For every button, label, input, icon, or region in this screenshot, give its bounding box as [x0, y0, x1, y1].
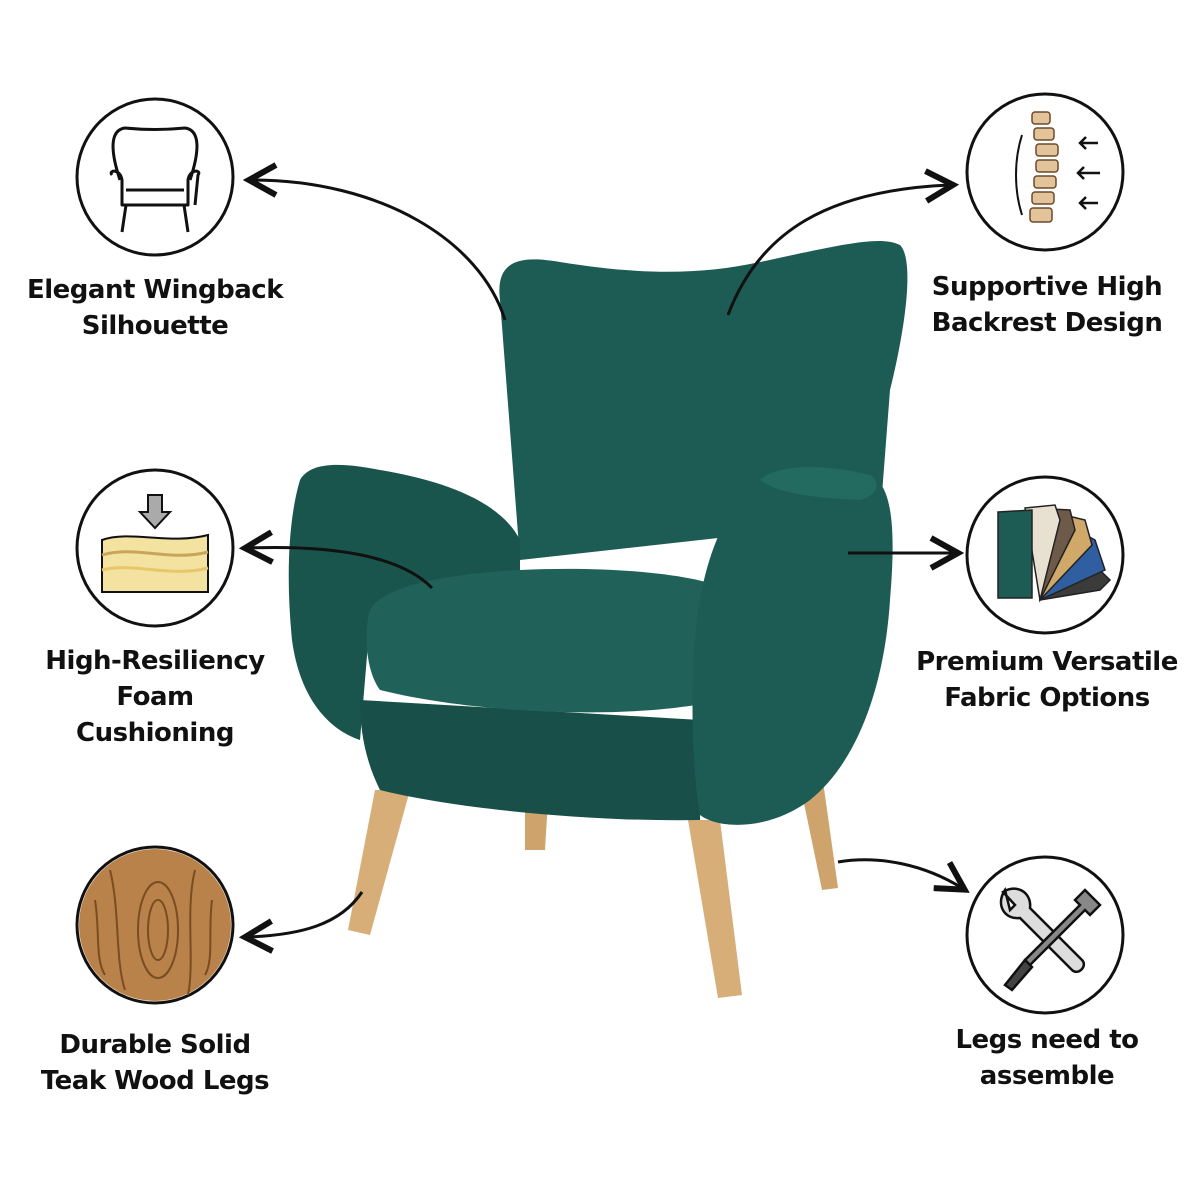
chair-leg-front-right — [688, 820, 742, 998]
label-line: Teak Wood Legs — [40, 1066, 270, 1096]
label-line: assemble — [979, 1061, 1115, 1091]
feature-label-wingback: Elegant Wingback Silhouette — [5, 272, 305, 344]
label-line: Foam — [116, 682, 194, 712]
label-line: Elegant Wingback — [26, 275, 284, 305]
arrow-assembly — [837, 858, 962, 888]
chair-seat-cushion — [366, 568, 730, 713]
chair-seat-base — [360, 700, 700, 821]
armchair-product-image — [288, 241, 908, 998]
fabric-swatches-icon — [997, 504, 1112, 603]
foam-layers-icon — [101, 494, 209, 593]
label-line: Supportive High — [931, 272, 1163, 302]
label-line: Backrest Design — [931, 308, 1163, 338]
arrow-wingback — [252, 180, 507, 321]
label-line: Fabric Options — [944, 683, 1150, 713]
arrow-wood — [248, 891, 364, 937]
feature-label-assembly: Legs need to assemble — [897, 1022, 1197, 1094]
spine-support-icon — [1015, 111, 1100, 223]
arrow-backrest — [726, 185, 950, 316]
wingback-chair-icon — [109, 126, 201, 233]
feature-label-backrest: Supportive High Backrest Design — [897, 269, 1197, 341]
wrench-screwdriver-icon — [999, 886, 1102, 992]
label-line: High-Resiliency — [45, 646, 265, 676]
feature-label-wood: Durable Solid Teak Wood Legs — [5, 1027, 305, 1099]
feature-circle-wingback — [75, 97, 235, 257]
label-line: Durable Solid — [59, 1030, 251, 1060]
chair-right-arm — [692, 466, 893, 825]
arrow-foam — [248, 547, 434, 590]
feature-label-foam: High-Resiliency Foam Cushioning — [5, 643, 305, 751]
label-line: Legs need to — [955, 1025, 1139, 1055]
chair-leg-front-left — [348, 790, 410, 935]
wood-grain-icon — [79, 849, 231, 1001]
feature-label-fabric: Premium Versatile Fabric Options — [897, 644, 1197, 716]
label-line: Cushioning — [76, 718, 234, 748]
label-line: Premium Versatile — [916, 647, 1178, 677]
label-line: Silhouette — [81, 311, 229, 341]
callout-arrows — [248, 180, 962, 937]
